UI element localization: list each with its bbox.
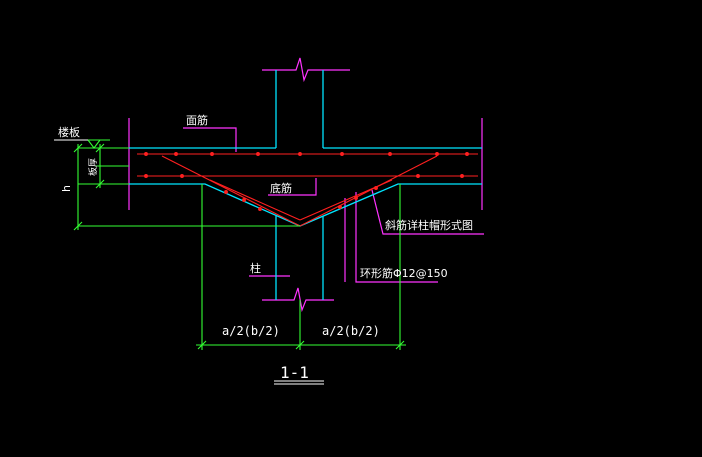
dimension-left-label: a/2(b/2)	[222, 324, 280, 338]
rebar-dot	[416, 174, 420, 178]
dim-tick-center	[295, 340, 305, 350]
rebar-dot	[338, 205, 342, 209]
floor-level-triangle	[86, 139, 102, 149]
rebar-dot	[210, 152, 214, 156]
slab-thickness-label: 板厚	[87, 158, 99, 176]
section-title: 1-1	[280, 363, 309, 382]
dimension-right-label: a/2(b/2)	[322, 324, 380, 338]
rebar-dot	[465, 152, 469, 156]
floor-slab-label: 楼板	[58, 125, 80, 139]
rebar-dot	[144, 174, 148, 178]
diagonal-rebar-right	[299, 155, 438, 227]
dimensions	[64, 139, 406, 350]
h-tick-bottom	[73, 221, 83, 231]
rebar-dot	[388, 152, 392, 156]
rebar-dot	[354, 196, 358, 200]
column-label: 柱	[250, 261, 261, 275]
t-tick-top	[95, 143, 105, 153]
rebar-dot	[144, 152, 148, 156]
column-top-break-line	[262, 57, 350, 83]
diagonal-rebar-note: 斜筋详柱帽形式图	[385, 218, 473, 232]
top-rebar-label: 面筋	[186, 113, 208, 127]
h-tick-top	[73, 143, 83, 153]
ring-note-leader	[355, 192, 438, 283]
boundary-lines	[128, 57, 484, 313]
bottom-rebar-label: 底筋	[270, 181, 292, 195]
height-h-label: h	[60, 185, 73, 192]
rebar-dot	[435, 152, 439, 156]
rebar-dot	[256, 152, 260, 156]
concrete-outline	[129, 70, 482, 300]
rebar-dot	[460, 174, 464, 178]
white-lines	[54, 139, 324, 385]
rebar-dot	[224, 190, 228, 194]
dim-tick-right	[395, 340, 405, 350]
rebar-dot	[258, 207, 262, 211]
rebar-dot	[174, 152, 178, 156]
rebar-dot	[298, 152, 302, 156]
bottom-rebar-leader	[268, 178, 317, 196]
t-tick-bottom	[95, 179, 105, 189]
capital-rebar-left	[209, 179, 301, 221]
diagonal-note-leader	[371, 189, 484, 235]
rebar-dot	[374, 186, 378, 190]
rebar-dot	[180, 174, 184, 178]
diagonal-rebar-left	[161, 155, 301, 227]
dim-tick-left	[197, 340, 207, 350]
rebar-dots	[144, 152, 469, 211]
column-bottom-break-line	[262, 287, 334, 313]
rebar-dot	[340, 152, 344, 156]
rebar	[137, 152, 478, 227]
top-rebar-leader	[183, 127, 237, 152]
ring-rebar-note: 环形筋Φ12@150	[360, 266, 448, 280]
rebar-dot	[242, 198, 246, 202]
